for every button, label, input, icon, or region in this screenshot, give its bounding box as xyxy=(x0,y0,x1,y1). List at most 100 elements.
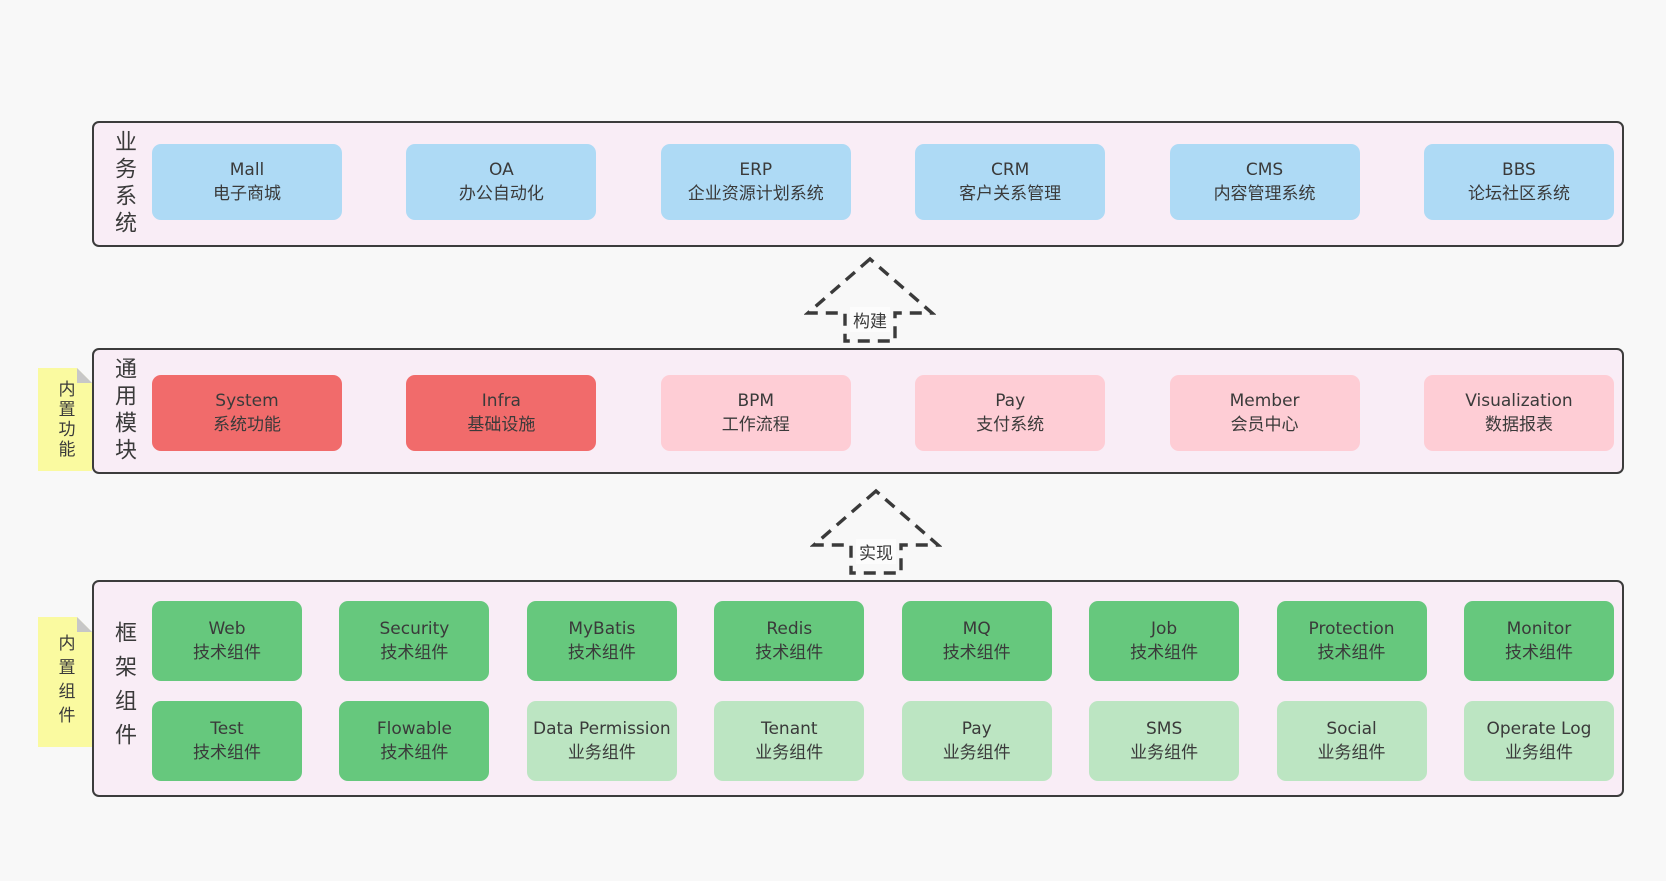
box-operate-log: Operate Log 业务组件 xyxy=(1463,701,1614,781)
panel-business-systems: 业务系统 Mall 电子商城 OA 办公自动化 ERP 企业资源计划系统 CRM… xyxy=(92,121,1624,247)
box-sms: SMS 业务组件 xyxy=(1089,701,1240,781)
box-subtitle: 客户关系管理 xyxy=(959,184,1062,204)
box-subtitle: 技术组件 xyxy=(193,643,261,663)
panel-business-label: 业务系统 xyxy=(111,130,136,238)
box-subtitle: 技术组件 xyxy=(755,643,824,663)
box-title: Redis xyxy=(766,618,813,639)
box-subtitle: 工作流程 xyxy=(721,415,790,435)
arrow-label: 实现 xyxy=(856,539,896,564)
box-subtitle: 技术组件 xyxy=(1130,643,1199,663)
box-title: OA xyxy=(489,159,514,180)
box-title: Infra xyxy=(481,390,521,411)
box-subtitle: 业务组件 xyxy=(1317,743,1386,763)
box-subtitle: 办公自动化 xyxy=(458,184,544,204)
box-title: CRM xyxy=(990,159,1030,180)
box-security: Security 技术组件 xyxy=(339,601,490,681)
box-test: Test 技术组件 xyxy=(152,701,302,781)
box-title: System xyxy=(215,390,279,411)
box-monitor: Monitor 技术组件 xyxy=(1463,601,1614,681)
box-subtitle: 技术组件 xyxy=(1317,643,1386,663)
box-title: Test xyxy=(210,718,244,739)
box-title: Security xyxy=(379,618,450,639)
box-title: Visualization xyxy=(1465,390,1573,411)
box-subtitle: 技术组件 xyxy=(380,743,449,763)
box-cms: CMS 内容管理系统 xyxy=(1169,144,1360,220)
box-subtitle: 业务组件 xyxy=(942,743,1011,763)
box-title: Operate Log xyxy=(1486,718,1592,739)
build-arrow: 构建 xyxy=(804,256,936,344)
box-title: Mall xyxy=(229,159,265,180)
panel-modules-label: 通用模块 xyxy=(111,357,136,465)
sticky-note-label: 内置功能 xyxy=(54,379,75,460)
box-web: Web 技术组件 xyxy=(152,601,302,681)
box-title: SMS xyxy=(1145,718,1183,739)
sticky-note-builtin-features: 内置功能 xyxy=(38,368,92,471)
box-title: Tenant xyxy=(760,718,818,739)
box-subtitle: 业务组件 xyxy=(755,743,824,763)
box-visualization: Visualization 数据报表 xyxy=(1423,375,1614,451)
box-erp: ERP 企业资源计划系统 xyxy=(660,144,851,220)
box-title: Protection xyxy=(1308,618,1395,639)
box-subtitle: 企业资源计划系统 xyxy=(687,184,824,204)
box-crm: CRM 客户关系管理 xyxy=(915,144,1106,220)
box-subtitle: 技术组件 xyxy=(1504,643,1573,663)
box-member: Member 会员中心 xyxy=(1169,375,1360,451)
box-subtitle: 业务组件 xyxy=(1504,743,1573,763)
box-title: Social xyxy=(1326,718,1377,739)
box-tenant: Tenant 业务组件 xyxy=(714,701,865,781)
sticky-note-builtin-components: 内置组件 xyxy=(38,617,92,747)
box-title: Monitor xyxy=(1506,618,1572,639)
panel-components-label: 框架组件 xyxy=(111,620,136,757)
box-title: ERP xyxy=(739,159,773,180)
box-mall: Mall 电子商城 xyxy=(152,144,342,220)
components-row-1: Web 技术组件 Security 技术组件 MyBatis 技术组件 Redi… xyxy=(152,601,1614,681)
box-subtitle: 业务组件 xyxy=(1130,743,1199,763)
box-subtitle: 技术组件 xyxy=(193,743,261,763)
box-subtitle: 基础设施 xyxy=(467,415,536,435)
note-fold-corner-icon xyxy=(77,617,92,632)
box-title: Pay xyxy=(995,390,1026,411)
box-title: Job xyxy=(1151,618,1178,639)
box-title: MyBatis xyxy=(568,618,636,639)
box-system: System 系统功能 xyxy=(152,375,342,451)
box-bpm: BPM 工作流程 xyxy=(660,375,851,451)
box-subtitle: 会员中心 xyxy=(1230,415,1299,435)
box-infra: Infra 基础设施 xyxy=(406,375,597,451)
box-subtitle: 论坛社区系统 xyxy=(1467,184,1570,204)
box-subtitle: 数据报表 xyxy=(1484,415,1553,435)
modules-boxes-row: System 系统功能 Infra 基础设施 BPM 工作流程 Pay 支付系统… xyxy=(152,375,1614,451)
panel-framework-components: 框架组件 Web 技术组件 Security 技术组件 MyBatis 技术组件… xyxy=(92,580,1624,797)
box-title: BBS xyxy=(1502,159,1536,180)
box-subtitle: 支付系统 xyxy=(976,415,1045,435)
box-mybatis: MyBatis 技术组件 xyxy=(526,601,677,681)
box-subtitle: 电子商城 xyxy=(213,184,281,204)
note-fold-corner-icon xyxy=(77,368,92,383)
dashed-up-arrow-icon xyxy=(804,256,936,343)
box-subtitle: 技术组件 xyxy=(942,643,1011,663)
box-social: Social 业务组件 xyxy=(1276,701,1427,781)
business-boxes-row: Mall 电子商城 OA 办公自动化 ERP 企业资源计划系统 CRM 客户关系… xyxy=(152,144,1614,220)
box-title: Flowable xyxy=(376,718,453,739)
box-subtitle: 内容管理系统 xyxy=(1213,184,1316,204)
dashed-up-arrow-icon xyxy=(810,488,942,575)
box-title: CMS xyxy=(1245,159,1284,180)
box-flowable: Flowable 技术组件 xyxy=(339,701,490,781)
box-oa: OA 办公自动化 xyxy=(406,144,597,220)
components-row-2: Test 技术组件 Flowable 技术组件 Data Permission … xyxy=(152,701,1614,781)
box-title: Member xyxy=(1229,390,1300,411)
box-title: MQ xyxy=(962,618,991,639)
box-subtitle: 系统功能 xyxy=(213,415,281,435)
box-protection: Protection 技术组件 xyxy=(1276,601,1427,681)
box-job: Job 技术组件 xyxy=(1089,601,1240,681)
box-mq: MQ 技术组件 xyxy=(901,601,1052,681)
box-subtitle: 业务组件 xyxy=(567,743,636,763)
implement-arrow: 实现 xyxy=(810,488,942,576)
box-subtitle: 技术组件 xyxy=(380,643,449,663)
box-subtitle: 技术组件 xyxy=(567,643,636,663)
box-title: Data Permission xyxy=(533,718,671,739)
box-bbs: BBS 论坛社区系统 xyxy=(1423,144,1614,220)
box-title: BPM xyxy=(737,390,775,411)
arrow-label: 构建 xyxy=(850,307,890,332)
box-redis: Redis 技术组件 xyxy=(714,601,865,681)
box-pay: Pay 支付系统 xyxy=(915,375,1106,451)
